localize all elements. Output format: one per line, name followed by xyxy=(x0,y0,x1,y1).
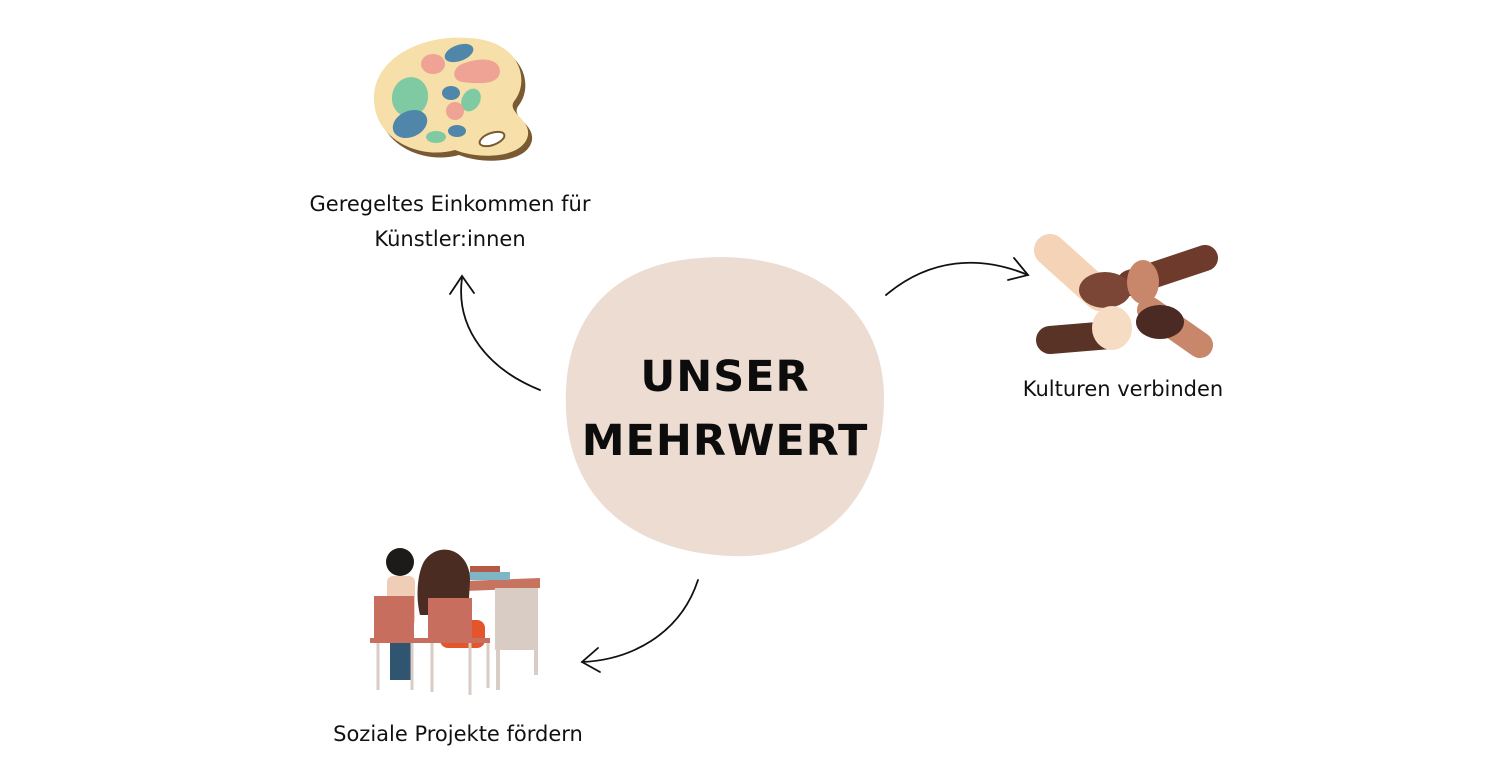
center-blob xyxy=(565,257,885,557)
palette-icon xyxy=(373,37,533,161)
center-title-line1: UNSER xyxy=(640,352,810,402)
node-label-income-line1: Geregeltes Einkommen für xyxy=(309,192,591,216)
arrow-to-income xyxy=(449,274,541,391)
arrow-to-social xyxy=(580,579,699,673)
center-title: UNSER MEHRWERT xyxy=(565,345,885,473)
node-label-cultures: Kulturen verbinden xyxy=(1022,377,1224,401)
node-label-income: Geregeltes Einkommen für Künstler:innen xyxy=(250,187,650,257)
students-at-desk-icon xyxy=(370,548,540,695)
center-title-line2: MEHRWERT xyxy=(581,416,869,466)
node-label-social: Soziale Projekte fördern xyxy=(333,722,583,746)
node-label-income-line2: Künstler:innen xyxy=(374,227,526,251)
joined-hands-icon xyxy=(1034,234,1218,358)
arrow-to-cultures xyxy=(885,257,1030,296)
